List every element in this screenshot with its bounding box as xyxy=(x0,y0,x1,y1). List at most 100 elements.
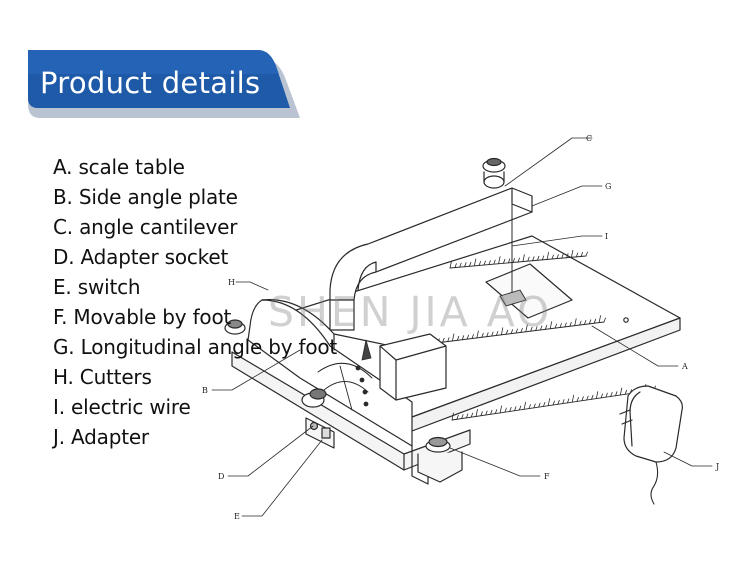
tick-mark xyxy=(512,257,515,263)
tick-mark xyxy=(464,262,467,268)
tick-mark xyxy=(465,413,469,419)
tick-mark xyxy=(456,335,460,341)
tick-marks xyxy=(427,249,656,421)
tick-mark xyxy=(490,409,493,415)
list-item: C. angle cantilever xyxy=(53,215,238,239)
tick-mark xyxy=(505,329,509,335)
tick-mark xyxy=(537,255,540,261)
tick-mark xyxy=(471,334,474,339)
tick-mark xyxy=(574,318,577,327)
tick-mark xyxy=(586,395,589,401)
tick-mark xyxy=(585,251,588,257)
tick-mark xyxy=(595,391,599,400)
tick-mark xyxy=(510,329,513,335)
tick-mark xyxy=(580,251,583,257)
tick-mark xyxy=(478,260,482,266)
tick-mark xyxy=(502,258,506,264)
tick-mark xyxy=(475,408,478,417)
tick-mark xyxy=(600,393,603,399)
tick-mark xyxy=(551,254,554,260)
tick-mark xyxy=(473,258,477,267)
tick-mark xyxy=(619,387,623,396)
list-item: J. Adapter xyxy=(53,425,149,449)
tick-mark xyxy=(544,324,548,330)
tick-mark xyxy=(557,399,560,405)
tick-mark xyxy=(575,252,579,258)
tick-mark xyxy=(571,394,575,403)
tick-mark xyxy=(523,401,526,410)
callout-a: A xyxy=(681,362,688,371)
tick-mark xyxy=(468,261,472,267)
tick-mark xyxy=(538,402,541,408)
tick-mark xyxy=(461,414,464,420)
tick-mark xyxy=(552,400,555,406)
tick-mark xyxy=(451,412,454,421)
tick-mark xyxy=(576,396,579,402)
tick-mark xyxy=(543,401,546,407)
tick-mark xyxy=(466,334,470,340)
tick-mark xyxy=(588,319,592,325)
list-item: B. Side angle plate xyxy=(53,185,238,209)
tick-mark xyxy=(449,260,452,269)
tick-mark xyxy=(624,389,627,395)
callout-i: I xyxy=(605,232,608,241)
foot-block xyxy=(417,451,463,483)
tick-mark xyxy=(547,398,551,407)
tick-mark xyxy=(498,256,501,265)
wire-clamp xyxy=(499,289,527,307)
tick-mark xyxy=(562,399,565,405)
parts-list: A. scale table B. Side angle plate C. an… xyxy=(53,152,337,452)
socket-switch xyxy=(305,417,335,449)
tick-mark xyxy=(483,260,486,266)
tick-mark xyxy=(567,398,570,404)
list-item: A. scale table xyxy=(53,155,185,179)
tick-mark xyxy=(556,254,559,260)
tick-mark xyxy=(593,318,597,324)
tick-mark xyxy=(493,259,496,265)
tick-mark xyxy=(518,405,522,411)
tick-mark xyxy=(525,324,528,333)
tick-mark xyxy=(605,392,608,398)
tick-mark xyxy=(495,330,499,336)
callout-c: C xyxy=(586,134,592,143)
tick-mark xyxy=(476,330,479,339)
tick-mark xyxy=(504,407,507,413)
tick-mark xyxy=(598,315,601,324)
tick-mark xyxy=(615,391,618,397)
callout-g: G xyxy=(605,182,611,191)
tick-mark xyxy=(517,257,520,263)
tick-mark xyxy=(549,321,553,330)
tick-mark xyxy=(509,406,512,412)
knob-foot xyxy=(425,436,451,453)
tick-mark xyxy=(494,409,498,415)
tick-mark xyxy=(566,253,569,259)
page-title: Product details xyxy=(40,66,261,100)
tick-mark xyxy=(581,396,584,402)
tick-mark xyxy=(533,403,536,409)
knob-top xyxy=(482,157,506,189)
tick-mark xyxy=(507,258,511,264)
side-angle-plate xyxy=(247,299,437,447)
tick-mark xyxy=(569,321,572,327)
tick-mark xyxy=(579,320,582,326)
tick-mark xyxy=(532,256,535,262)
callout-d: D xyxy=(218,472,224,481)
callout-h: H xyxy=(228,278,235,287)
tick-mark xyxy=(480,411,483,417)
callout-j: J xyxy=(715,462,719,471)
power-adapter xyxy=(619,385,683,505)
tick-mark xyxy=(488,260,491,266)
tick-mark xyxy=(481,332,484,338)
tick-mark xyxy=(559,323,562,328)
knob-front xyxy=(301,388,327,408)
header-banner xyxy=(28,50,300,118)
tick-mark xyxy=(500,327,504,336)
list-item: H. Cutters xyxy=(53,365,152,389)
tick-mark xyxy=(528,404,531,410)
tick-mark xyxy=(584,319,587,325)
callout-b: B xyxy=(202,386,208,395)
tick-mark xyxy=(447,337,450,343)
tick-mark xyxy=(454,263,457,269)
list-item: D. Adapter socket xyxy=(53,245,229,269)
